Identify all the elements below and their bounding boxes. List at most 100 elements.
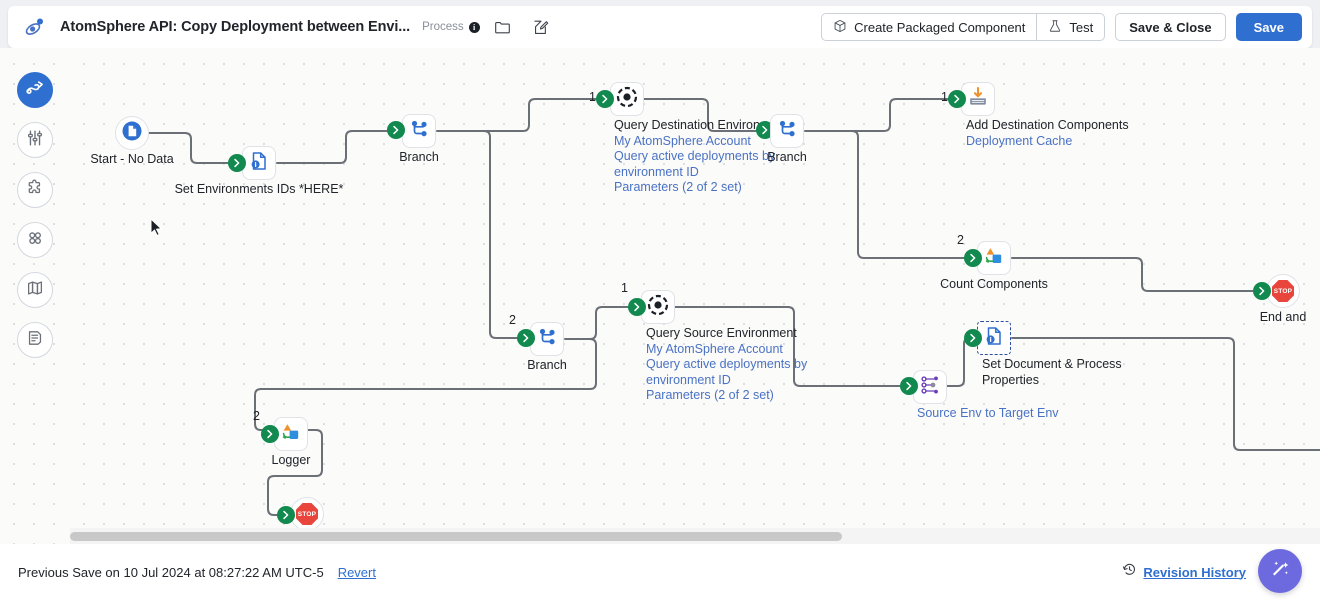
branch-shape-3[interactable]: Branch: [527, 322, 567, 372]
save-button[interactable]: Save: [1235, 13, 1302, 41]
branch-shape-2[interactable]: Branch: [767, 114, 807, 164]
create-packaged-component-label: Create Packaged Component: [854, 19, 1026, 35]
query-src-sub-0: My AtomSphere Account: [646, 341, 783, 356]
start-shape[interactable]: Start - No Data: [90, 116, 174, 166]
save-and-close-button[interactable]: Save & Close: [1115, 13, 1226, 41]
query-dest-sub-2: environment ID: [614, 164, 699, 179]
branch-shape-2-box[interactable]: [770, 114, 804, 148]
query-dest-sub-3: Parameters (2 of 2 set): [614, 180, 742, 194]
revert-link[interactable]: Revert: [337, 564, 376, 580]
revision-history-button[interactable]: Revision History: [1122, 562, 1246, 582]
document-note-icon: [25, 328, 45, 353]
start-document-icon: [122, 121, 142, 146]
add-to-cache-shape-box[interactable]: [961, 82, 995, 116]
query-dest-sub-1: Query active deployments by: [614, 149, 776, 163]
add-to-cache-icon: [966, 85, 990, 114]
map-shape-box[interactable]: [913, 370, 947, 404]
sidebar-item-process-properties[interactable]: [17, 122, 53, 158]
query-src-sub-3: Parameters (2 of 2 set): [646, 388, 774, 402]
branch-shape-1-label: Branch: [399, 150, 439, 164]
footer-right: Revision History: [1122, 549, 1302, 595]
branch-shape-1-box[interactable]: [402, 114, 436, 148]
puzzle-piece-icon: [25, 178, 45, 203]
canvas-horizontal-scrollbar[interactable]: [70, 528, 1320, 544]
set-properties-shape-box[interactable]: [242, 146, 276, 180]
sidebar-item-components[interactable]: [17, 222, 53, 258]
previous-save-text: Previous Save on 10 Jul 2024 at 08:27:22…: [18, 564, 324, 580]
connector-shape-query-dest[interactable]: Query Destination Environment My AtomSph…: [610, 82, 788, 194]
set-properties-icon: [248, 150, 270, 177]
connector-shape-query-src[interactable]: Query Source Environment My AtomSphere A…: [641, 290, 807, 402]
set-properties-shape[interactable]: Set Environments IDs *HERE*: [175, 146, 343, 196]
revision-history-label: Revision History: [1143, 564, 1246, 580]
connector-arrow-chip[interactable]: [261, 425, 279, 443]
connector-arrow-chip[interactable]: [596, 90, 614, 108]
branch-number-label: 1: [941, 90, 948, 104]
scrollbar-thumb[interactable]: [70, 531, 842, 541]
ai-assistant-button[interactable]: [1258, 549, 1302, 593]
connector-disc-icon: [615, 85, 639, 114]
connector-arrow-chip[interactable]: [228, 154, 246, 172]
header-button-group: Create Packaged Component Test: [821, 13, 1106, 41]
stop-shape-logger-box[interactable]: STOP: [290, 497, 324, 531]
add-to-cache-shape[interactable]: Add Destination Components Deployment Ca…: [961, 82, 1129, 148]
folder-icon[interactable]: [488, 12, 518, 42]
branch-shape-1[interactable]: Branch: [399, 114, 439, 164]
connector-arrow-chip[interactable]: [900, 377, 918, 395]
query-dest-detail: Query Destination Environment My AtomSph…: [614, 118, 864, 196]
header-actions: Create Packaged Component Test Save & Cl…: [821, 13, 1302, 41]
count-components-label: Count Components: [940, 277, 1048, 291]
add-dest-sub-0: Deployment Cache: [966, 133, 1073, 148]
set-doc-props-shape-box[interactable]: [977, 321, 1011, 355]
count-components-shape-box[interactable]: [977, 241, 1011, 275]
branch-number-label: 1: [589, 90, 596, 104]
connector-arrow-chip[interactable]: [387, 121, 405, 139]
info-icon[interactable]: i: [468, 21, 480, 33]
query-src-shape-box[interactable]: [641, 290, 675, 324]
connector-arrow-chip[interactable]: [964, 329, 982, 347]
stop-shape-end[interactable]: STOP End and: [1260, 274, 1306, 324]
connector-arrow-chip[interactable]: [948, 90, 966, 108]
connector-arrow-chip[interactable]: [628, 298, 646, 316]
connector-arrow-chip[interactable]: [517, 329, 535, 347]
process-call-icon: [280, 421, 302, 448]
sidebar-item-process-canvas[interactable]: [17, 72, 53, 108]
query-dest-shape-box[interactable]: [610, 82, 644, 116]
sidebar-item-notes[interactable]: [17, 322, 53, 358]
stop-shape-logger[interactable]: STOP: [290, 497, 324, 531]
test-button[interactable]: Test: [1036, 14, 1104, 40]
query-dest-sub-0: My AtomSphere Account: [614, 133, 751, 148]
connector-arrow-chip[interactable]: [277, 506, 295, 524]
sidebar-item-extensions[interactable]: [17, 172, 53, 208]
set-properties-shape-2[interactable]: Set Document & Process Properties: [977, 321, 1122, 387]
process-call-shape-logger[interactable]: Logger: [272, 417, 310, 467]
logger-shape-label: Logger: [271, 453, 311, 467]
branch-shape-3-label: Branch: [527, 358, 567, 372]
four-circles-icon: [25, 228, 45, 253]
package-box-icon: [833, 19, 847, 36]
logger-shape-box[interactable]: [274, 417, 308, 451]
sidebar-item-process-map[interactable]: [17, 272, 53, 308]
stop-shape-end-box[interactable]: STOP: [1266, 274, 1300, 308]
create-packaged-component-button[interactable]: Create Packaged Component: [822, 14, 1036, 40]
sliders-icon: [25, 128, 45, 153]
magic-wand-icon: [1268, 557, 1292, 586]
process-call-shape-count[interactable]: Count Components: [940, 241, 1048, 291]
query-src-sub-1: Query active deployments by: [646, 357, 808, 371]
query-src-sub-2: environment ID: [646, 372, 731, 387]
stop-icon: STOP: [1272, 280, 1294, 302]
connector-arrow-chip[interactable]: [964, 249, 982, 267]
header-left: AtomSphere API: Copy Deployment between …: [22, 12, 821, 42]
set-doc-props-detail: Set Document & Process Properties: [982, 357, 1142, 388]
connector-arrow-chip[interactable]: [1253, 282, 1271, 300]
edit-pencil-icon[interactable]: [526, 12, 556, 42]
branch-shape-3-box[interactable]: [530, 322, 564, 356]
clock-rewind-icon: [1122, 562, 1137, 582]
test-label: Test: [1069, 19, 1094, 35]
connector-arrow-chip[interactable]: [756, 121, 774, 139]
branch-number-label: 2: [509, 313, 516, 327]
start-shape-box[interactable]: [115, 116, 149, 150]
app-footer: Previous Save on 10 Jul 2024 at 08:27:22…: [0, 544, 1320, 600]
map-shape-source-to-target[interactable]: Source Env to Target Env: [913, 370, 1059, 420]
branch-number-label: 2: [957, 233, 964, 247]
